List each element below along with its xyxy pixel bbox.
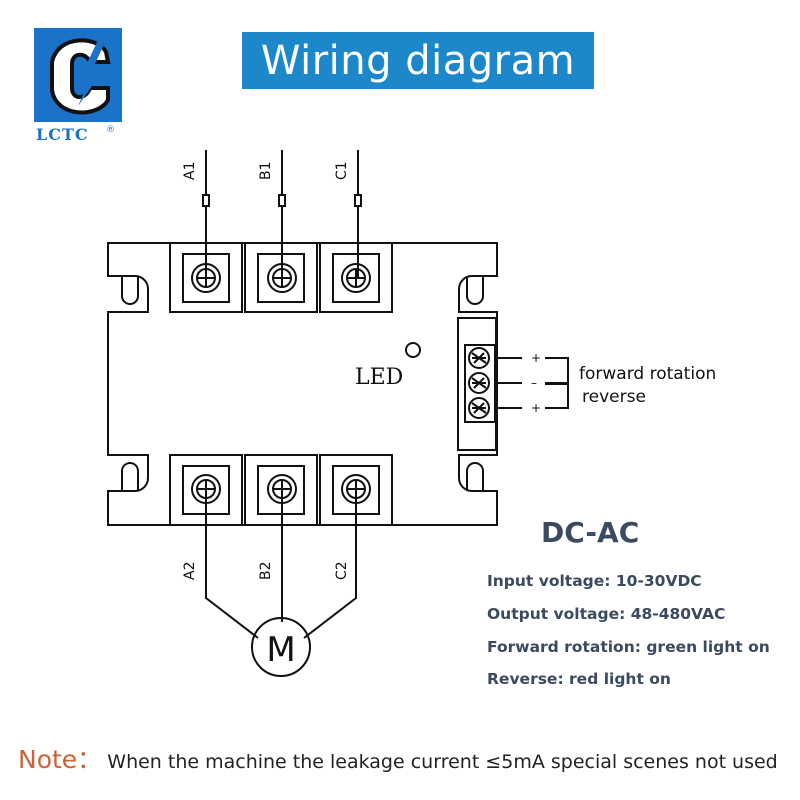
control-terminal-housing — [464, 344, 496, 423]
note-text: When the machine the leakage current ≤5m… — [107, 751, 778, 773]
spec-input-voltage: Input voltage: 10-30VDC — [487, 572, 702, 590]
spec-output-voltage: Output voltage: 48-480VAC — [487, 605, 726, 623]
label-c1: C1 — [334, 161, 350, 180]
control-sign-3: + — [531, 401, 541, 415]
mounting-slot-bottom-right — [466, 462, 484, 491]
relay-module-body — [107, 242, 498, 526]
bracket-forward — [545, 357, 569, 384]
lctc-logo: LCTC ® — [34, 28, 122, 144]
reverse-label: reverse — [582, 387, 646, 407]
label-a2: A2 — [182, 562, 198, 580]
fuse-a1 — [202, 194, 210, 207]
label-b2: B2 — [258, 561, 274, 580]
wire-c2 — [303, 489, 357, 639]
control-sign-2: – — [531, 376, 537, 390]
mounting-slot-top-left — [121, 276, 139, 305]
label-b1: B1 — [258, 161, 274, 180]
bracket-reverse — [545, 383, 569, 409]
control-screw-2 — [468, 372, 490, 394]
wire-a2 — [205, 489, 259, 639]
control-screw-1 — [468, 347, 490, 369]
motor-circle — [251, 617, 311, 677]
control-screw-3 — [468, 397, 490, 419]
mounting-slot-bottom-left — [121, 462, 139, 491]
lightning-bolt-icon — [78, 40, 106, 106]
motor-label: M — [266, 630, 295, 670]
spec-reverse: Reverse: red light on — [487, 670, 671, 688]
fuse-c1 — [354, 194, 362, 207]
spec-heading: DC-AC — [541, 516, 640, 549]
forward-rotation-label: forward rotation — [579, 364, 716, 384]
spec-forward-rotation: Forward rotation: green light on — [487, 638, 770, 656]
fuse-b1 — [278, 194, 286, 207]
note-label: Note： — [18, 745, 103, 774]
terminal-c1-block — [319, 242, 393, 313]
mounting-slot-top-right — [466, 276, 484, 305]
control-sign-1: + — [531, 351, 541, 365]
label-c2: C2 — [334, 561, 350, 580]
note: Note： When the machine the leakage curre… — [18, 740, 778, 776]
label-a1: A1 — [182, 162, 198, 180]
led-label: LED — [355, 365, 403, 390]
page-title-text: Wiring diagram — [260, 37, 576, 84]
page-title: Wiring diagram — [242, 32, 594, 89]
led-indicator-icon — [405, 342, 421, 358]
logo-registered-mark: ® — [106, 125, 115, 135]
logo-text: LCTC — [36, 125, 89, 144]
